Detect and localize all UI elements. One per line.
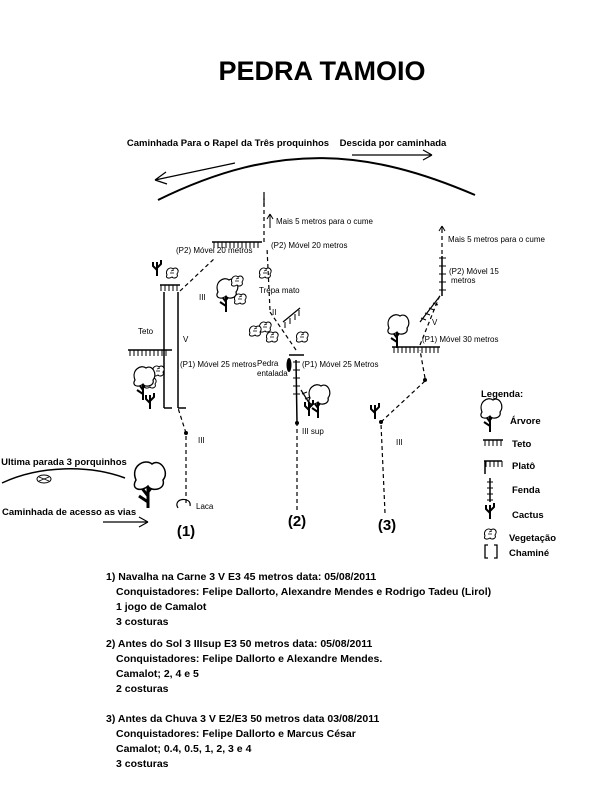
route2-entalada: entalada: [257, 369, 288, 378]
route3-grade-v: V: [432, 318, 438, 327]
route1-laca: Laca: [196, 502, 214, 511]
route-info-line: Camalot; 0.4, 0.5, 1, 2, 3 e 4: [116, 743, 252, 755]
route3-mid-line: [419, 294, 441, 346]
legend-item-teto: Teto: [512, 439, 532, 450]
route1-number: (1): [177, 523, 195, 540]
topo-diagram: PEDRA TAMOIO Caminhada Para o Rapel da T…: [1, 56, 556, 559]
route3-top-note: Mais 5 metros para o cume: [448, 235, 545, 244]
route-info-line: 1 jogo de Camalot: [116, 601, 207, 613]
legend-teto-icon: [483, 439, 503, 446]
summit-arc: [157, 157, 476, 201]
route-info-line: 3 costuras: [116, 616, 169, 628]
legend-tree-icon: [479, 397, 503, 433]
route2-top-note: Mais 5 metros para o cume: [276, 217, 373, 226]
route3-p2-line2: metros: [451, 276, 475, 285]
route2-p2: (P2) Móvel 20 metros: [271, 241, 347, 250]
route2-pedra: Pedra: [257, 359, 279, 368]
top-right-label: Descida por caminhada: [340, 138, 447, 149]
route1-grade-v: V: [183, 335, 189, 344]
route2-upper-line: [266, 247, 271, 311]
top-left-label: Caminhada Para o Rapel da Três proquinho…: [127, 138, 329, 149]
legend-item-arvore: Árvore: [510, 416, 541, 427]
route2-number: (2): [288, 513, 306, 530]
last-stop-hill: [1, 468, 126, 484]
last-stop-label: Ultima parada 3 porquinhos: [1, 457, 127, 468]
route2-crack: [295, 359, 298, 424]
left-arrow: [154, 162, 236, 185]
access-label: Caminhada de acesso as vias: [2, 507, 136, 518]
route-info-heading: 3) Antes da Chuva 3 V E2/E3 50 metros da…: [106, 713, 380, 725]
legend-item-chamine: Chaminé: [509, 548, 549, 559]
route3-lower-line: [380, 423, 386, 514]
approach-tree-icon: [132, 460, 167, 510]
access-arrow: [103, 516, 149, 528]
route3-p1: (P1) Móvel 30 metros: [422, 335, 498, 344]
route-info-3: 3) Antes da Chuva 3 V E2/E3 50 metros da…: [106, 712, 566, 772]
legend-chimney-icon: [484, 544, 498, 559]
route-info-line: Conquistadores: Felipe Dallorto e Marcus…: [116, 728, 356, 740]
route1-upper-line: [179, 257, 216, 292]
route-info-line: Conquistadores: Felipe Dallorto e Alexan…: [116, 653, 383, 665]
legend-fenda-icon: [487, 478, 493, 502]
legend-item-plato: Platô: [512, 461, 535, 472]
route2-p1: (P1) Móvel 25 Metros: [302, 360, 378, 369]
legend-cactus-icon: [485, 502, 495, 520]
route1-teto-label: Teto: [138, 327, 154, 336]
page-title: PEDRA TAMOIO: [219, 56, 426, 86]
route-info-line: 2 costuras: [116, 683, 169, 695]
legend-plato-icon: [484, 460, 503, 474]
route-info-heading: 1) Navalha na Carne 3 V E3 45 metros dat…: [106, 571, 377, 583]
laca-icon: [176, 498, 191, 509]
route-info-line: Conquistadores: Felipe Dallorto, Alexand…: [116, 586, 492, 598]
route3-grade: III: [396, 438, 403, 447]
legend-item-fenda: Fenda: [512, 485, 541, 496]
route-info-line: Camalot; 2, 4 e 5: [116, 668, 199, 680]
route3-p2-line1: (P2) Móvel 15: [449, 267, 499, 276]
route2-trepa: Trepa mato: [259, 286, 300, 295]
route-info-1: 1) Navalha na Carne 3 V E3 45 metros dat…: [106, 570, 566, 630]
route2-grade-ii: II: [272, 308, 276, 317]
route1-p1: (P1) Móvel 25 metros: [180, 360, 256, 369]
route2-chockstone: [286, 358, 292, 372]
route-info-heading: 2) Antes do Sol 3 IIIsup E3 50 metros da…: [106, 638, 373, 650]
route-info-2: 2) Antes do Sol 3 IIIsup E3 50 metros da…: [106, 637, 566, 697]
route1-grade-lower: III: [198, 436, 205, 445]
route1-p2: (P2) Móvel 20 metros: [176, 246, 252, 255]
legend-item-cactus: Cactus: [512, 510, 544, 521]
route2-mid-line: [269, 311, 297, 351]
legend-item-vegetacao: Vegetação: [509, 533, 556, 544]
route-info-line: 3 costuras: [116, 758, 169, 770]
route2-grade-sup: III sup: [302, 427, 324, 436]
legend-vegetation-icon: [483, 528, 497, 540]
right-arrow: [352, 149, 433, 161]
legend-title: Legenda:: [481, 389, 523, 400]
route1-grade-upper: III: [199, 293, 206, 302]
legend: Legenda: Árvore Teto Platô Fenda Cactus …: [479, 389, 556, 559]
route3-number: (3): [378, 517, 396, 534]
